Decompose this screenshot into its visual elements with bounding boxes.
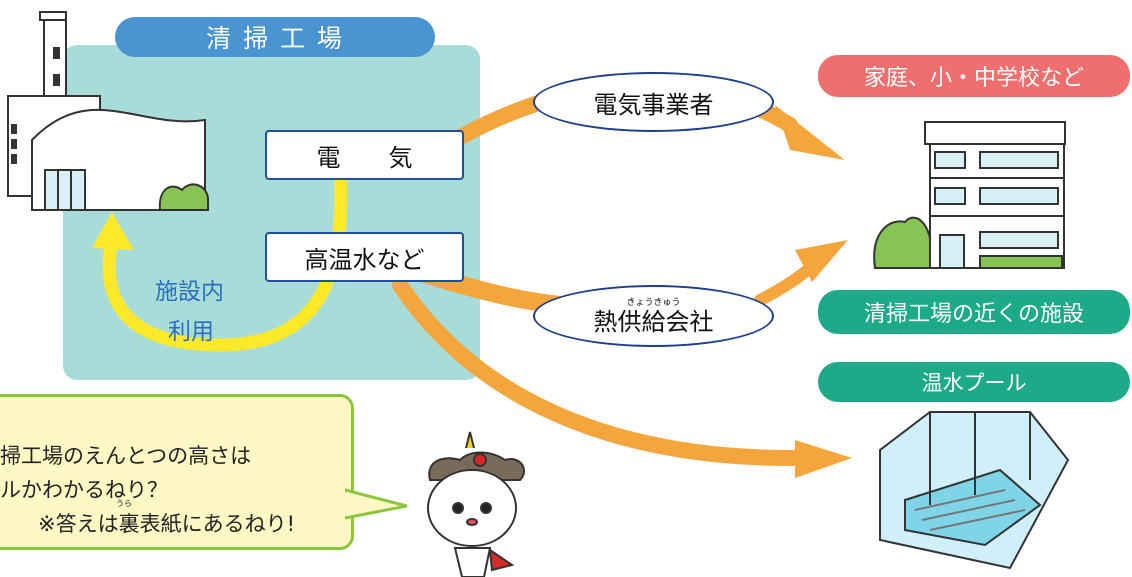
hot-water-box: 高温水など (265, 232, 464, 282)
arrow-hotwater-to-pool (392, 277, 808, 467)
internal-use-line2: 利用 (168, 319, 214, 345)
nearby-facilities-label: 清掃工場の近くの施設 (818, 290, 1130, 334)
mascot-illustration (427, 431, 525, 577)
homes-schools-label: 家庭、小・中学校など (818, 55, 1130, 97)
pool-illustration (879, 411, 1070, 570)
electricity-box: 電 気 (265, 130, 464, 180)
arrowhead-pool (795, 440, 852, 478)
heat-supply-ruby: きょうきゅう (626, 298, 681, 308)
speech-line3: ※答えは裏表紙にあるねり! (38, 512, 296, 536)
internal-use-line1: 施設内 (155, 279, 224, 305)
speech-bubble-tail (345, 488, 408, 520)
plant-title: 清 掃 工 場 (115, 17, 435, 57)
speech-bubble (0, 394, 354, 550)
speech-ruby: うら (116, 499, 132, 508)
arrowhead-facilities (795, 240, 848, 282)
arrowhead-internal (92, 212, 134, 250)
speech-line1: 掃工場のえんとつの高さは (0, 444, 252, 468)
factory-illustration (7, 11, 209, 211)
heat-supply-oval: きょうきゅう 熱供給会社 (533, 285, 774, 347)
arrowhead-homes (775, 105, 845, 160)
heat-supply-label: 熱供給会社 (593, 308, 714, 336)
building-illustration (873, 121, 1066, 269)
heated-pool-label: 温水プール (818, 362, 1130, 402)
electric-company-oval: 電気事業者 (533, 72, 774, 132)
speech-line2: ルかわかるねり？ (0, 478, 168, 502)
